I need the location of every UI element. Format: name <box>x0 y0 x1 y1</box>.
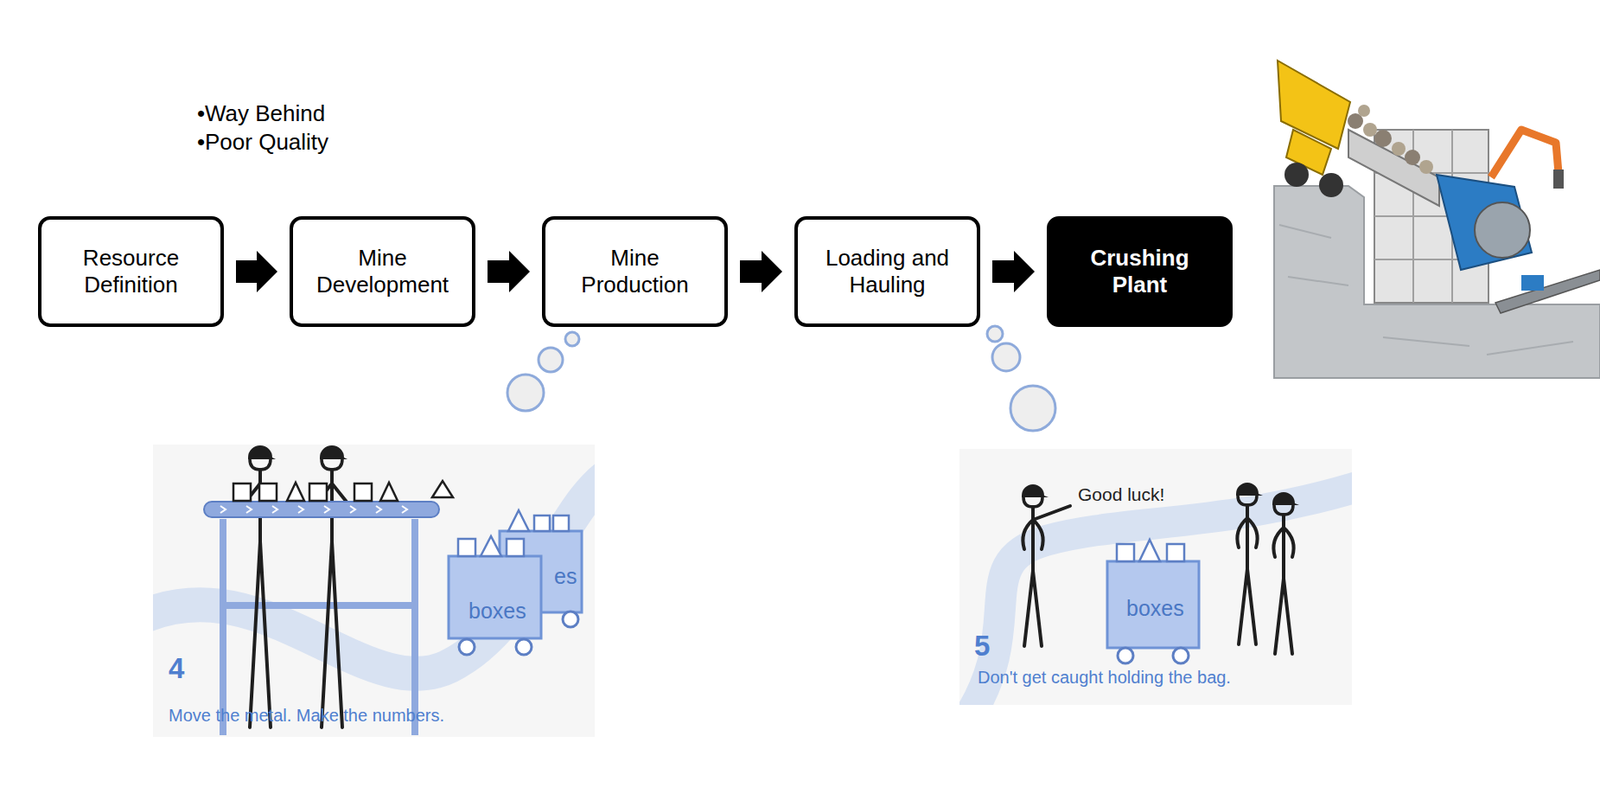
rocks <box>1357 104 1371 117</box>
conveyor-scene <box>354 483 372 501</box>
cart <box>1139 539 1161 561</box>
process-box: Mine Development <box>289 216 476 327</box>
crushing-plant-illustration <box>1348 129 1440 206</box>
starburst-outline <box>35 5 491 250</box>
flow-arrow <box>235 250 278 293</box>
handoff-scene <box>1272 491 1300 654</box>
cart <box>562 611 579 627</box>
cart <box>1107 539 1199 663</box>
thought-bubbles <box>507 325 1056 431</box>
conveyor-scene <box>286 482 305 501</box>
conveyor-scene <box>233 483 251 501</box>
rocks <box>1363 122 1377 137</box>
box-label: Crushing Plant <box>1062 244 1218 299</box>
crushing-plant-illustration <box>1436 174 1532 270</box>
crushing-plant-illustration <box>1491 129 1559 178</box>
handoff-scene <box>959 448 1366 718</box>
cart <box>458 538 476 556</box>
callout-number: 5 <box>974 629 990 663</box>
starburst-shape <box>63 6 453 249</box>
flow-arrow <box>487 250 530 293</box>
conveyor-scene <box>259 483 277 501</box>
crushing-plant-illustration <box>1474 202 1530 258</box>
thought-bubbles <box>565 331 580 346</box>
conveyor-scene <box>220 505 408 513</box>
rocks <box>1404 149 1421 166</box>
thought-bubbles <box>992 343 1020 371</box>
cart <box>516 638 532 655</box>
cloud-outline <box>796 392 1491 786</box>
rocks <box>1374 129 1392 147</box>
box-label: Mine Development <box>305 244 460 299</box>
callout-number: 4 <box>168 651 185 685</box>
cart <box>506 538 524 556</box>
box-label: Resource Definition <box>53 244 209 299</box>
cart <box>1172 647 1189 663</box>
cart-label: boxes <box>468 598 527 624</box>
callout-starburst: •Way Behind•Poor Quality <box>35 5 491 250</box>
handoff-scene <box>1032 505 1071 520</box>
rocks <box>1391 141 1406 156</box>
cart <box>1107 560 1199 648</box>
process-box: Crushing Plant <box>1046 216 1233 327</box>
caption-text: Move the metal. Make the numbers. <box>168 705 445 726</box>
speech-text: Good luck! <box>1077 484 1165 505</box>
conveyor-scene <box>432 480 453 498</box>
cloud-shape <box>15 357 753 794</box>
process-box: Loading and Hauling <box>794 216 981 327</box>
thought-cloud: 4Move the metal. Make the numbers. <box>10 392 761 791</box>
handoff-scene <box>1236 482 1263 644</box>
rocks <box>1347 104 1434 174</box>
caption-text: Don't get caught holding the bag. <box>977 667 1231 688</box>
process-box: Resource Definition <box>38 216 224 327</box>
thought-bubbles <box>987 325 1003 342</box>
callout-text: •Way Behind•Poor Quality <box>197 99 329 156</box>
process-box: Mine Production <box>541 216 728 327</box>
crushing-plant-illustration <box>1553 169 1564 189</box>
cart <box>448 555 542 638</box>
dump-truck <box>1319 172 1344 198</box>
cart <box>448 535 542 655</box>
conveyor-scene <box>203 501 440 517</box>
conveyor-scene <box>233 480 453 501</box>
cart-label: es <box>554 563 577 589</box>
bullet-text: •Poor Quality <box>197 127 329 157</box>
cart <box>534 515 550 531</box>
cloud-outline <box>10 392 761 791</box>
handoff-scene <box>1021 484 1049 646</box>
thought-cloud: 5Don't get caught holding the bag. <box>796 392 1491 786</box>
dump-truck <box>1277 60 1351 149</box>
cart <box>1116 543 1135 561</box>
flow-arrow <box>992 250 1035 293</box>
dump-truck <box>1277 60 1351 198</box>
crushing-plant-illustration <box>1495 269 1600 313</box>
thought-bubbles <box>1010 385 1056 431</box>
cart <box>553 515 569 531</box>
handoff-scene <box>968 484 1352 705</box>
flow-arrow <box>739 250 783 293</box>
thought-bubbles <box>538 347 563 372</box>
conveyor-scene <box>152 466 595 674</box>
cart <box>1166 543 1185 561</box>
crushing-plant-illustration <box>1521 274 1544 291</box>
cart <box>508 509 530 531</box>
box-label: Loading and Hauling <box>809 244 965 299</box>
cart <box>458 638 475 655</box>
cloud-shape <box>803 365 1479 794</box>
conveyor-scene <box>380 482 398 501</box>
thought-bubbles <box>507 374 544 411</box>
box-label: Mine Production <box>557 244 713 299</box>
cart-label: boxes <box>1126 595 1185 621</box>
bullet-text: •Way Behind <box>197 99 329 128</box>
cart <box>1117 647 1134 663</box>
dump-truck <box>1284 162 1309 187</box>
rocks <box>1419 159 1434 174</box>
conveyor-scene <box>129 444 623 737</box>
conveyor-scene <box>309 483 327 501</box>
cart <box>480 535 502 556</box>
crushing-plant-illustration <box>1274 60 1600 378</box>
